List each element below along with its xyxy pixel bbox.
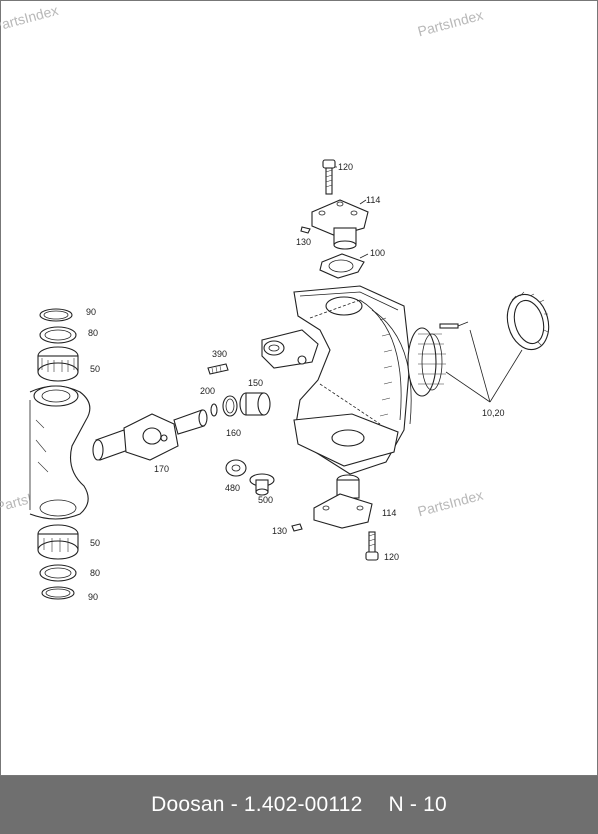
callout-130-top: 130 — [296, 237, 311, 247]
leader-10-20 — [445, 329, 523, 403]
screw-130-top — [300, 226, 311, 234]
callout-480: 480 — [225, 483, 240, 493]
callout-114-bottom: 114 — [382, 508, 396, 518]
seal-ring-80-bottom — [39, 564, 77, 582]
ring-160 — [222, 395, 238, 417]
watermark-top-right: PartsIndex — [416, 7, 485, 40]
bearing-cap-114-top — [311, 199, 369, 250]
callout-150: 150 — [248, 378, 263, 388]
circlip-200 — [210, 403, 218, 417]
callout-80-bottom: 80 — [90, 568, 100, 578]
watermark-top-left: PartsIndex — [0, 2, 60, 35]
footer-bar: Doosan - 1.402-00112 N - 10 — [0, 776, 598, 834]
snap-ring-90-bottom — [41, 586, 75, 600]
callout-50-bottom: 50 — [90, 538, 100, 548]
callout-200: 200 — [200, 386, 215, 396]
exploded-parts-diagram: PartsIndex PartsIndex PartsIndex PartsIn… — [0, 2, 550, 602]
bushing-150 — [239, 392, 271, 416]
steering-knuckle-housing — [261, 285, 446, 475]
roller-bearing-50-top — [37, 346, 79, 382]
callout-10-20: 10,20 — [482, 408, 505, 418]
callout-90-bottom: 90 — [88, 592, 98, 602]
pin-500 — [249, 473, 275, 496]
watermark-mid-right: PartsIndex — [416, 487, 485, 520]
roller-bearing-50-bottom — [37, 524, 79, 560]
pin-10-20 — [439, 321, 469, 329]
gasket-100 — [319, 253, 369, 279]
axle-housing — [29, 385, 91, 520]
callout-114-top: 114 — [366, 195, 380, 205]
footer-page-code: N - 10 — [388, 793, 447, 816]
callout-50-top: 50 — [90, 364, 100, 374]
footer-part-number: Doosan - 1.402-00112 — [151, 793, 363, 816]
bearing-cap-114-bottom — [313, 474, 373, 529]
bolt-120-top — [322, 159, 337, 195]
callout-120-bottom: 120 — [384, 552, 399, 562]
screw-130-bottom — [291, 523, 303, 532]
bolt-120-bottom — [365, 531, 379, 561]
callout-160: 160 — [226, 428, 241, 438]
callout-80-top: 80 — [88, 328, 98, 338]
callout-90-top: 90 — [86, 307, 96, 317]
ring-nut-10-20 — [506, 291, 550, 351]
grease-nipple-390 — [207, 363, 229, 375]
callout-100: 100 — [370, 248, 385, 258]
washer-480 — [225, 459, 247, 477]
callout-130-bottom: 130 — [272, 526, 287, 536]
universal-joint-shaft-170 — [92, 409, 208, 461]
callout-390: 390 — [212, 349, 227, 359]
seal-ring-80-top — [39, 326, 77, 344]
callout-170: 170 — [154, 464, 169, 474]
callout-120-top: 120 — [338, 162, 353, 172]
callout-500: 500 — [258, 495, 273, 505]
snap-ring-90-top — [39, 308, 73, 322]
